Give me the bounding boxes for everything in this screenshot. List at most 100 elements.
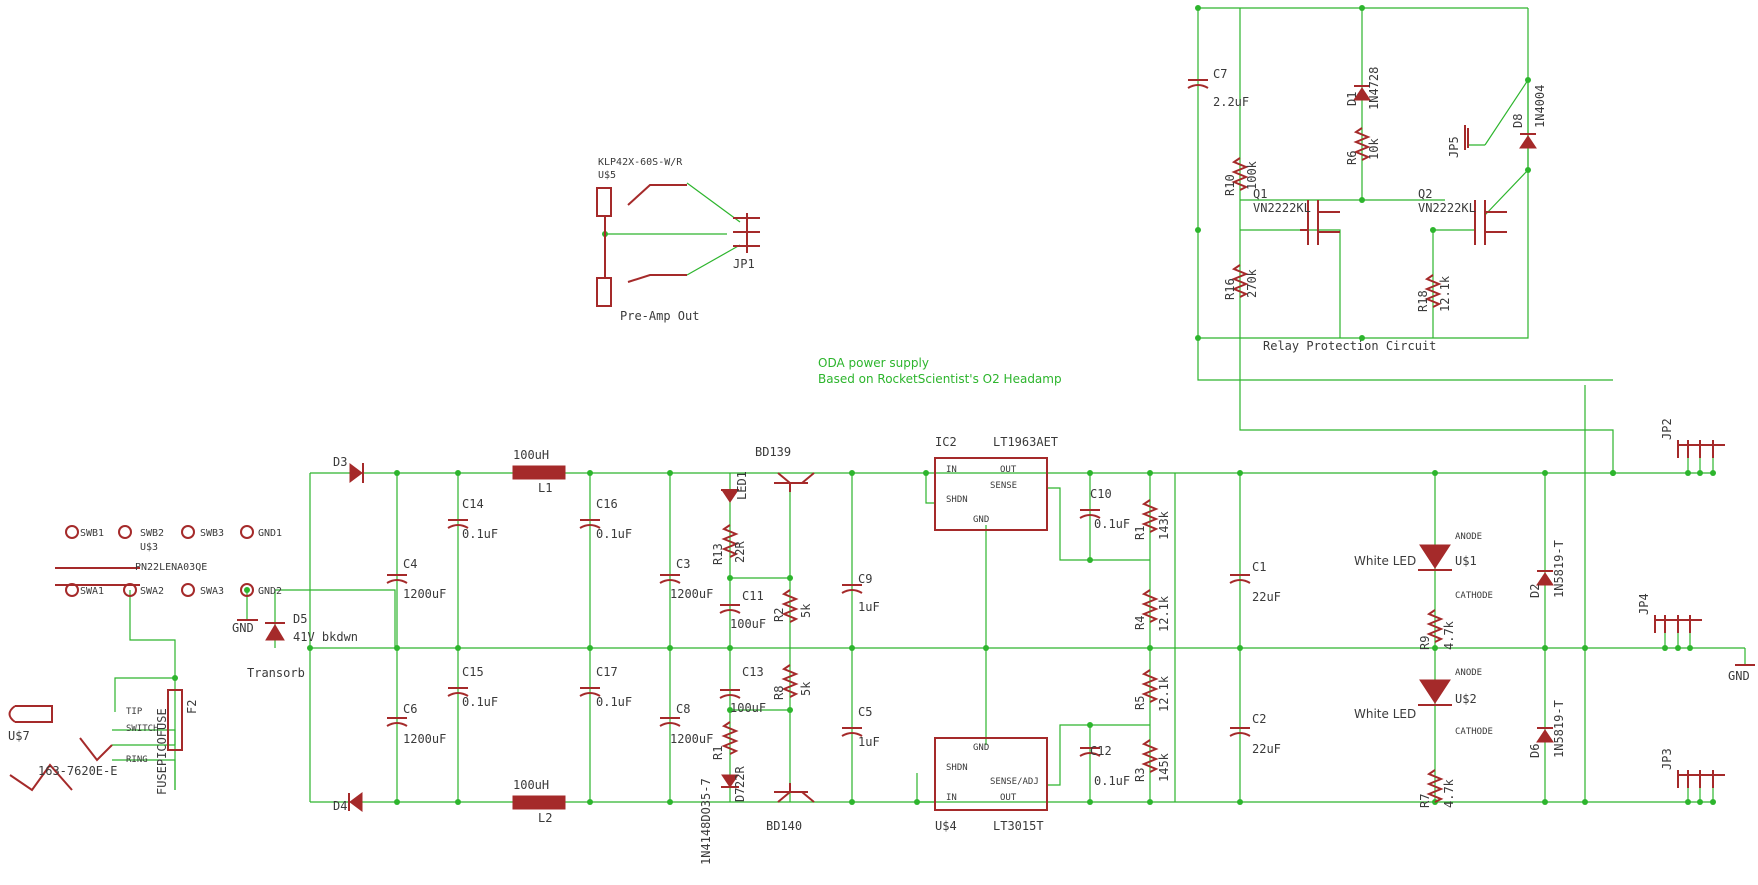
label-c4v: 1200uF [403,587,446,601]
label-c13v: 100uF [730,701,766,715]
u4-box [934,737,1048,811]
label-r11: R1 [711,746,725,760]
label-q1: Q1 [1253,187,1267,201]
fuse-f2 [167,689,183,751]
label-led1: LED1 [735,471,749,500]
power-switch-u3 [55,525,254,597]
label-c6: C6 [403,702,417,716]
d5-symbol [265,624,285,641]
label-c3v: 1200uF [670,587,713,601]
label-q2v: VN2222KL [1418,201,1476,215]
label-d8: D8 [1511,114,1525,128]
barrel-jack-u7 [8,705,113,792]
label-d6v: 1N5819-T [1552,700,1566,758]
label-d5: D5 [293,612,307,626]
label-r11v: 22R [733,766,747,788]
d7-symbol [721,774,739,788]
gnd-label: GND [1728,669,1750,683]
pin-swa1: SWA1 [80,586,104,597]
label-r2v: 5k [799,603,813,618]
label-d6: D6 [1528,744,1542,758]
label-ic2v: LT1963AET [993,435,1058,449]
label-u3v: PN22LENA03QE [135,562,207,573]
note-subtitle: Based on RocketScientist's O2 Headamp [818,372,1062,386]
label-r10: R10 [1223,174,1237,196]
label-u5: U$5 [598,170,616,181]
label-jp1: JP1 [733,257,755,271]
label-r18v: 12.1k [1438,275,1452,312]
inductor-l2 [512,795,566,810]
symbols [8,79,1755,812]
label-c5v: 1uF [858,735,880,749]
pin-ic2-out: OUT [1000,465,1017,475]
label-bd139: BD139 [755,445,791,459]
label-l1: L1 [538,481,552,495]
label-u1v: White LED [1354,554,1416,568]
label-d1: D1 [1345,92,1359,106]
label-c1: C1 [1252,560,1266,574]
label-d5v: 41V bkdwn [293,630,358,644]
label-u3: U$3 [140,542,158,553]
label-r7v: 4.7k [1442,778,1456,808]
label-r13v: 22R [733,541,747,563]
label-c16v: 0.1uF [596,527,632,541]
label-d5v2: Transorb [247,666,305,680]
relay-label: Relay Protection Circuit [1263,339,1436,353]
label-c4: C4 [403,557,417,571]
label-c17: C17 [596,665,618,679]
junctions [172,5,1716,805]
label-c10v: 0.1uF [1094,517,1130,531]
pin-ic2-in: IN [946,465,957,475]
label-c1v: 22uF [1252,590,1281,604]
label-c15: C15 [462,665,484,679]
pin-ic2-shdn: SHDN [946,495,968,505]
label-c7v: 2.2uF [1213,95,1249,109]
caps [386,79,1251,757]
wires [112,7,1746,803]
label-u2: U$2 [1455,692,1477,706]
label-c8: C8 [676,702,690,716]
label-q2: Q2 [1418,187,1432,201]
label-u5v: KLP42X-60S-W/R [598,157,683,168]
label-r5: R5 [1133,696,1147,710]
label-r1: R1 [1133,526,1147,540]
label-d2v: 1N5819-T [1552,540,1566,598]
label-u4: U$4 [935,819,957,833]
pin-u4-out: OUT [1000,793,1017,803]
label-u7: U$7 [8,729,30,743]
label-d7: D7 [733,788,747,802]
labels: ODA power supply Based on RocketScientis… [8,67,1750,865]
label-d1v: 1N4728 [1367,67,1381,110]
label-r3v: 145k [1157,752,1171,782]
preamp-label: Pre-Amp Out [620,309,699,323]
label-c5: C5 [858,705,872,719]
pin-ic2-sense: SENSE [990,481,1017,491]
label-c11v: 100uF [730,617,766,631]
label-r9v: 4.7k [1442,620,1456,650]
label-r18: R18 [1416,290,1430,312]
label-ic2: IC2 [935,435,957,449]
label-f2v: FUSEPICOFUSE [155,708,169,795]
label-r13: R13 [711,543,725,565]
gnd-left-label: GND [232,621,254,635]
label-d2: D2 [1528,584,1542,598]
label-c12: C12 [1090,744,1112,758]
label-c9v: 1uF [858,600,880,614]
label-u7v: 163-7620E-E [38,764,117,778]
label-c2: C2 [1252,712,1266,726]
pin-u7-ring: RING [126,755,148,765]
pin-u2-cathode: CATHODE [1455,727,1493,737]
pin-u1-cathode: CATHODE [1455,591,1493,601]
pin-u7-switch: SWITCH [126,724,159,734]
label-c14v: 0.1uF [462,527,498,541]
label-r16: R16 [1223,278,1237,300]
label-r4: R4 [1133,616,1147,630]
label-d4: D4 [333,799,347,813]
label-d3: D3 [333,455,347,469]
label-c16: C16 [596,497,618,511]
label-c15v: 0.1uF [462,695,498,709]
pin-swb2: SWB2 [140,528,164,539]
d6-symbol [1536,729,1554,743]
q1-symbol [1300,200,1340,245]
